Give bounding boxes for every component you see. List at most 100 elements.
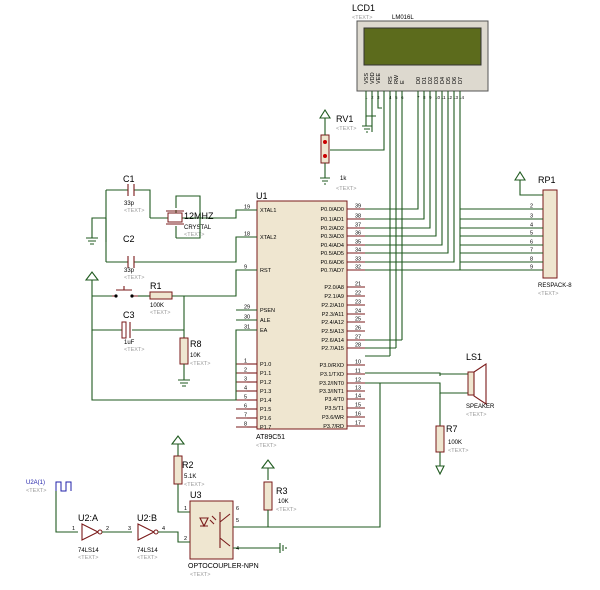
u1-pin-name: P1.4 (260, 398, 271, 404)
rp1-ref: RP1 (538, 175, 556, 185)
u1-pin-name: PSEN (260, 308, 275, 314)
rv1-value-tag: <TEXT> (336, 186, 356, 192)
u1-pin-number: 21 (355, 282, 361, 288)
u1-pin-name: EA (260, 328, 268, 334)
u1-pin-number: 16 (355, 412, 361, 418)
rp1-body (542, 189, 558, 279)
lcd-pin-number: 10 (435, 95, 441, 100)
rp1-pin-number: 5 (530, 231, 533, 237)
u1-pin-number: 30 (244, 315, 250, 321)
u2a-pin: 1 (72, 526, 75, 532)
u1-pin-name: P2.0/A8 (324, 285, 344, 291)
u1-pin-name: P3.4/T0 (325, 397, 344, 403)
rp1-value: RESPACK-8 (538, 283, 572, 289)
transistor-icon (219, 512, 231, 548)
lcd-screen (363, 27, 482, 66)
microcontroller-u1[interactable]: U1 AT89C51 <TEXT> XTAL119XTAL218RST9PSEN… (236, 191, 365, 449)
lcd-pin-label: D3 (434, 77, 440, 84)
crystal-model: CRYSTAL (184, 225, 212, 231)
rv1-text-tag: <TEXT> (336, 126, 356, 132)
u1-pin-number: 28 (355, 343, 361, 349)
u1-pin-number: 6 (244, 404, 247, 410)
lcd-model: LM016L (392, 15, 414, 21)
u1-right-pins: P0.0/AD039P0.1/AD138P0.2/AD237P0.3/AD336… (319, 204, 365, 430)
u1-pin-number: 26 (355, 326, 361, 332)
u1-pin-name: P1.0 (260, 362, 271, 368)
rp1-pin-number: 4 (530, 223, 533, 229)
rp1-common-wire (519, 180, 543, 196)
u3-pin: 4 (236, 546, 239, 552)
ls1-value-tag: <TEXT> (466, 412, 486, 418)
u1-pin-number: 37 (355, 223, 361, 229)
capacitor-c2-icon (127, 256, 135, 268)
u1-pin-name: P0.4/AD4 (320, 243, 344, 249)
u1-pin-name: P0.5/AD5 (320, 251, 344, 257)
u1-pin-name: P2.6/A14 (321, 338, 344, 344)
u1-pin-name: P1.1 (260, 371, 271, 377)
u1-pin-name: P3.7/RD (323, 424, 344, 430)
u1-pin-name: P0.0/AD0 (320, 207, 344, 213)
u2b-pin: 3 (128, 526, 131, 532)
lcd-pin-label: E (400, 80, 406, 84)
u1-pin-name: P1.2 (260, 380, 271, 386)
rp1-pin-number: 6 (530, 240, 533, 246)
led-icon (199, 515, 217, 528)
u2b-pin: 4 (162, 526, 165, 532)
u1-pin-number: 32 (355, 265, 361, 271)
u1-pin-name: P0.3/AD3 (320, 234, 344, 240)
u1-pin-number: 14 (355, 394, 361, 400)
lcd-pin-label: D2 (428, 77, 434, 84)
lcd-pin-label: RW (394, 74, 400, 84)
lcd-pin-label: D4 (440, 77, 446, 84)
u2b-text-tag: <TEXT> (137, 555, 157, 561)
r7-ref: R7 (446, 424, 458, 434)
ls1-ref: LS1 (466, 352, 482, 362)
power-arrow-icon (84, 271, 100, 281)
r2-value: 5.1K (184, 474, 196, 480)
u1-text-tag: <TEXT> (256, 443, 276, 449)
lcd-pin-label: D6 (452, 77, 458, 84)
c2-ref: C2 (123, 234, 135, 244)
u1-model: AT89C51 (256, 434, 285, 441)
capacitor-c3-icon (121, 321, 127, 339)
ground-arrow-icon (435, 465, 445, 476)
u1-pin-number: 29 (244, 305, 250, 311)
c2-value-tag: <TEXT> (124, 275, 144, 281)
u1-pin-number: 35 (355, 240, 361, 246)
lcd-display[interactable]: LCD1 <TEXT> LM016L VSS1VDD2VEE3RS4RW5E6D… (352, 3, 489, 100)
u1-pin-name: ALE (260, 318, 271, 324)
u1-pin-number: 7 (244, 413, 247, 419)
u1-pin-name: P2.5/A13 (321, 329, 344, 335)
u1-pin-number: 10 (355, 360, 361, 366)
rp1-pin-number: 8 (530, 257, 533, 263)
r7-value: 100K (448, 440, 462, 446)
power-arrow-icon (260, 459, 276, 469)
u2b-ref: U2:B (137, 513, 157, 523)
lcd-pin-number: 13 (453, 95, 459, 100)
power-arrow-icon (170, 435, 186, 445)
ground-icon (86, 217, 106, 245)
crystal-icon (167, 212, 183, 223)
signal-input-circuit: U2A(1) <TEXT> U2:A 1 2 74LS14 <TEXT> U2:… (26, 480, 190, 561)
resistor-r1-icon (149, 291, 173, 300)
potentiometer-rv1[interactable]: RV1 <TEXT> 1k <TEXT> (319, 108, 356, 192)
u1-pin-number: 27 (355, 335, 361, 341)
u2a-model: 74LS14 (78, 548, 99, 554)
u1-pin-number: 11 (355, 369, 361, 375)
push-button-icon[interactable] (112, 286, 138, 297)
u1-pin-number: 36 (355, 231, 361, 237)
u1-pin-name: P3.1/TXD (320, 372, 344, 378)
reset-circuit: R1 100K <TEXT> C3 1uF <TEXT> R8 10K <TEX… (84, 269, 257, 401)
rp1-pin-number: 2 (530, 204, 533, 210)
resistor-r8-icon (179, 337, 189, 365)
u1-pin-name: P3.2/INT0 (319, 381, 344, 387)
c1-value: 33p (124, 201, 135, 207)
u1-pin-number: 4 (244, 386, 247, 392)
optocoupler-u3[interactable]: R2 5.1K <TEXT> U3 1 2 4 5 6 OPTOCOUPLER-… (170, 382, 381, 578)
u3-pin: 6 (236, 506, 239, 512)
lcd-pin-label: D1 (422, 77, 428, 84)
resistor-r7-icon (435, 425, 445, 453)
